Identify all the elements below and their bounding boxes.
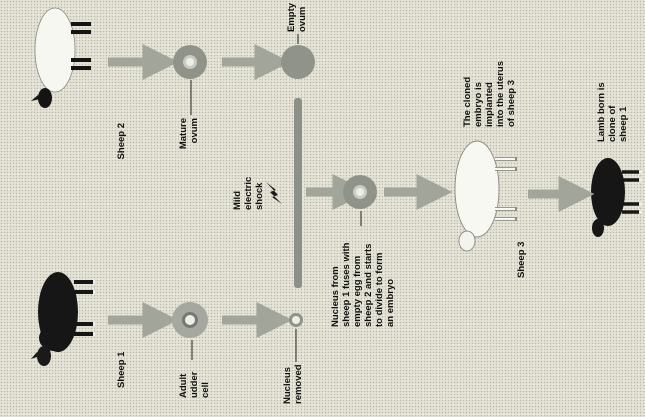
empty-ovum-cell <box>281 45 315 79</box>
svg-text:Sheep 3: Sheep 3 <box>516 242 527 278</box>
svg-text:sheep 2 and starts: sheep 2 and starts <box>363 244 374 327</box>
svg-text:clone of: clone of <box>607 105 618 142</box>
label-empty-ovum: Empty ovum <box>286 2 308 32</box>
label-mature-ovum: Mature ovum <box>178 118 200 149</box>
svg-text:shock: shock <box>254 182 265 210</box>
fusion-bar <box>294 98 302 288</box>
svg-text:removed: removed <box>293 364 304 404</box>
svg-text:implanted: implanted <box>484 82 495 127</box>
svg-text:empty egg from: empty egg from <box>352 256 363 327</box>
label-fusion-description: Nucleus from sheep 1 fuses with empty eg… <box>330 242 396 327</box>
sheep-1-black-sheep-icon <box>31 272 94 366</box>
svg-text:Sheep 1: Sheep 1 <box>116 351 127 388</box>
svg-text:Nucleus from: Nucleus from <box>330 266 341 327</box>
mature-ovum-cell <box>173 45 207 79</box>
svg-text:Mature: Mature <box>178 118 189 149</box>
svg-text:to divide to form: to divide to form <box>374 253 385 327</box>
svg-text:sheep 1 fuses with: sheep 1 fuses with <box>341 242 352 327</box>
svg-text:Lamb born is: Lamb born is <box>596 82 607 142</box>
svg-text:udder: udder <box>189 371 200 398</box>
label-nucleus-removed: Nucleus removed <box>282 364 304 404</box>
svg-text:ovum: ovum <box>297 7 308 32</box>
label-sheep-2: Sheep 2 <box>116 123 127 159</box>
svg-text:cell: cell <box>200 382 211 398</box>
svg-text:electric: electric <box>243 177 254 210</box>
removed-nucleus <box>289 313 303 327</box>
svg-text:an embryo: an embryo <box>385 279 396 327</box>
sheep-2-white-sheep-icon <box>31 8 91 108</box>
svg-text:Empty: Empty <box>286 2 297 32</box>
label-implant-description: The cloned embryo is implanted into the … <box>462 61 517 127</box>
svg-text:Mild: Mild <box>232 191 243 210</box>
svg-text:embryo is: embryo is <box>473 82 484 127</box>
label-electric-shock: Mild electric shock <box>232 177 265 210</box>
svg-text:of sheep 3: of sheep 3 <box>506 80 517 127</box>
svg-text:into the uterus: into the uterus <box>495 61 506 127</box>
label-lamb-description: Lamb born is clone of sheep 1 <box>596 82 629 142</box>
svg-text:The cloned: The cloned <box>462 77 473 127</box>
adult-udder-cell <box>172 302 208 338</box>
embryo-cell <box>343 175 377 209</box>
label-sheep-3: Sheep 3 <box>516 242 527 278</box>
label-adult-udder-cell: Adult udder cell <box>178 371 211 398</box>
svg-text:Sheep 2: Sheep 2 <box>116 123 127 159</box>
svg-text:Nucleus: Nucleus <box>282 367 293 404</box>
lightning-icon <box>266 182 282 204</box>
svg-text:ovum: ovum <box>189 118 200 143</box>
svg-text:Adult: Adult <box>178 373 189 398</box>
sheep-3-white-sheep-icon <box>455 141 517 251</box>
label-sheep-1: Sheep 1 <box>116 351 127 388</box>
svg-text:sheep 1: sheep 1 <box>618 106 629 142</box>
lamb-black-sheep-icon <box>591 158 642 237</box>
